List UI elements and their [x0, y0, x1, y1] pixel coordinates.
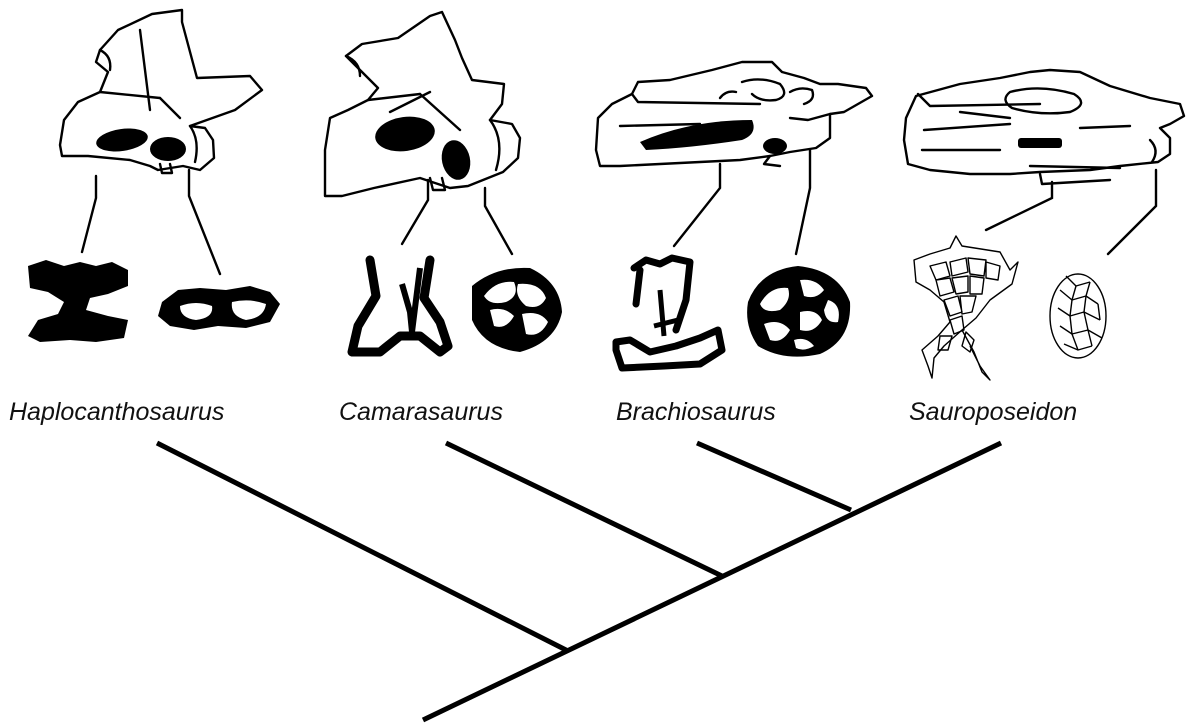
fossa-brachiosaurus-b — [763, 138, 787, 154]
fossa-sauroposeidon — [1018, 138, 1062, 148]
vertebra-brachiosaurus — [596, 62, 872, 166]
section-connectors — [82, 150, 1156, 274]
fossa-camarasaurus-b — [438, 138, 474, 183]
cladogram — [157, 443, 1001, 720]
fossa-haplocanthosaurus-b — [150, 137, 186, 161]
taxon-label-haplocanthosaurus: Haplocanthosaurus — [9, 398, 224, 426]
fossa-camarasaurus-a — [373, 113, 437, 155]
taxon-label-brachiosaurus: Brachiosaurus — [616, 398, 776, 426]
section-brachiosaurus-centrum — [747, 266, 850, 357]
section-brachiosaurus-neural — [616, 258, 722, 368]
vertebra-sauroposeidon — [904, 70, 1184, 184]
section-camarasaurus-neural — [352, 260, 448, 352]
section-camarasaurus-centrum — [472, 268, 562, 352]
section-camarasaurus-lamina — [402, 268, 420, 332]
section-haplocanthosaurus-centrum — [158, 286, 280, 330]
taxon-label-sauroposeidon: Sauroposeidon — [909, 398, 1077, 426]
section-haplocanthosaurus-neural — [28, 260, 128, 342]
branch-main-stem — [423, 443, 1001, 720]
branch-brachiosaurus — [697, 443, 851, 510]
section-sauroposeidon-centrum — [1050, 274, 1106, 358]
branch-camarasaurus — [446, 443, 722, 576]
taxon-label-camarasaurus: Camarasaurus — [339, 398, 503, 426]
section-sauroposeidon-neural — [914, 236, 1018, 380]
fossa-haplocanthosaurus-a — [95, 125, 150, 154]
vertebra-camarasaurus — [325, 12, 520, 196]
